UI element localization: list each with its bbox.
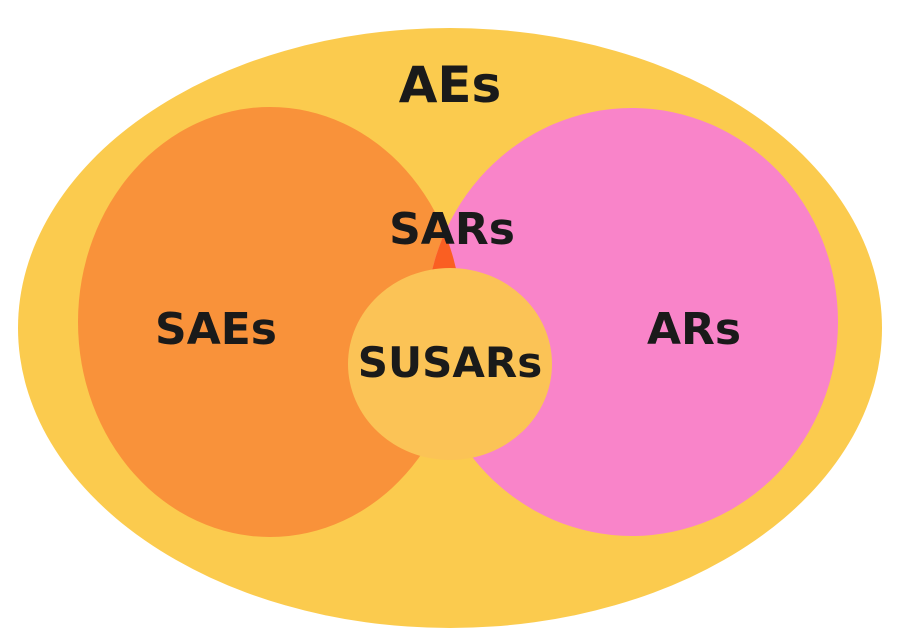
ars-label: ARs [647, 304, 741, 355]
aes-label: AEs [399, 56, 502, 114]
ars-region [426, 108, 838, 536]
susars-region [348, 268, 552, 460]
saes-label: SAEs [155, 304, 277, 355]
susars-label: SUSARs [358, 338, 542, 387]
saes-region [78, 107, 462, 537]
sars-label: SARs [389, 204, 515, 255]
